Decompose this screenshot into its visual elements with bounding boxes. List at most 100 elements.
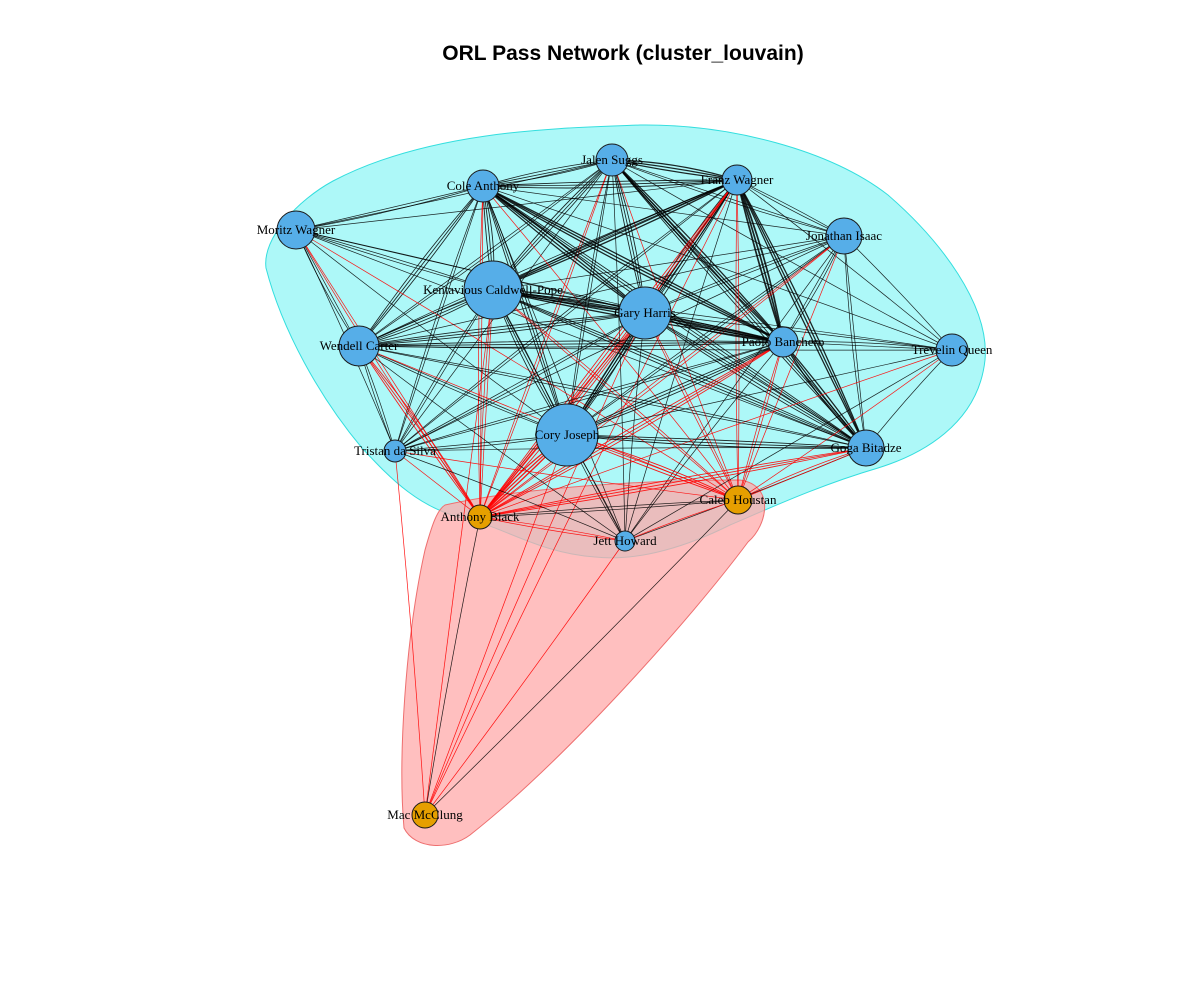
edge-kcp-houstan bbox=[492, 289, 739, 501]
edge-banchero-tristan bbox=[394, 341, 784, 452]
node-label-black: Anthony Black bbox=[440, 509, 520, 524]
node-circle-joseph[interactable] bbox=[535, 403, 599, 467]
node-moritz[interactable]: Moritz Wagner bbox=[257, 210, 336, 250]
node-carter[interactable]: Wendell Carter bbox=[320, 325, 399, 367]
node-circle-franz[interactable] bbox=[721, 164, 753, 196]
edge-houstan-black bbox=[479, 499, 739, 518]
edge-sugge-moritz bbox=[295, 159, 613, 231]
node-circle-harris[interactable] bbox=[618, 286, 672, 340]
node-kcp[interactable]: Kentavious Caldwell-Pope bbox=[423, 260, 563, 320]
edge-black-howard bbox=[479, 516, 626, 542]
edge-franz-banchero bbox=[736, 179, 784, 343]
edge-franz-bitadze bbox=[736, 179, 867, 449]
node-cole[interactable]: Cole Anthony bbox=[447, 169, 520, 203]
edge-harris-carter bbox=[358, 312, 646, 347]
edge-moritz-bitadze bbox=[295, 229, 867, 449]
node-harris[interactable]: Gary Harris bbox=[614, 286, 676, 340]
edge-franz-houstan bbox=[735, 179, 739, 501]
node-franz[interactable]: Franz Wagner bbox=[701, 164, 774, 196]
node-tristan[interactable]: Tristan da Silva bbox=[354, 439, 436, 463]
node-circle-houstan[interactable] bbox=[723, 485, 753, 515]
edge-moritz-black bbox=[295, 229, 481, 518]
edge-banchero-howard bbox=[624, 341, 784, 542]
node-circle-queen[interactable] bbox=[935, 333, 969, 367]
node-circle-bitadze[interactable] bbox=[847, 429, 885, 467]
edge-franz-tristan bbox=[394, 179, 738, 452]
edge-cole-houstan bbox=[482, 185, 739, 501]
node-label-harris: Gary Harris bbox=[614, 305, 676, 320]
node-label-tristan: Tristan da Silva bbox=[354, 443, 436, 458]
edge-harris-bitadze bbox=[644, 312, 867, 449]
edge-cole-banchero bbox=[482, 185, 784, 343]
edge-isaac-joseph bbox=[566, 235, 845, 436]
node-label-isaac: Jonathan Isaac bbox=[806, 228, 882, 243]
edge-carter-bitadze bbox=[358, 345, 867, 449]
node-circle-mcclung[interactable] bbox=[411, 801, 439, 829]
edge-joseph-bitadze bbox=[566, 434, 867, 449]
edge-queen-houstan bbox=[737, 349, 953, 501]
node-label-banchero: Paolo Banchero bbox=[742, 334, 825, 349]
edge-franz-bitadze bbox=[736, 179, 867, 449]
edge-banchero-houstan bbox=[737, 341, 784, 501]
node-banchero[interactable]: Paolo Banchero bbox=[742, 326, 825, 358]
node-howard[interactable]: Jett Howard bbox=[593, 530, 657, 552]
node-houstan[interactable]: Caleb Houstan bbox=[700, 485, 777, 515]
node-joseph[interactable]: Cory Joseph bbox=[535, 403, 600, 467]
node-sugge[interactable]: Jalen Suggs bbox=[581, 143, 643, 177]
node-black[interactable]: Anthony Black bbox=[440, 504, 520, 530]
node-circle-cole[interactable] bbox=[466, 169, 500, 203]
node-bitadze[interactable]: Goga Bitadze bbox=[830, 429, 902, 467]
node-label-houstan: Caleb Houstan bbox=[700, 492, 777, 507]
edge-franz-tristan bbox=[394, 179, 738, 452]
edge-cole-queen bbox=[482, 185, 953, 351]
edge-cole-bitadze bbox=[482, 185, 867, 449]
edge-isaac-howard bbox=[624, 235, 845, 542]
edge-kcp-houstan bbox=[492, 289, 739, 501]
node-circle-kcp[interactable] bbox=[463, 260, 523, 320]
node-circle-isaac[interactable] bbox=[825, 217, 863, 255]
edge-bitadze-black bbox=[479, 447, 867, 518]
node-label-franz: Franz Wagner bbox=[701, 172, 774, 187]
edge-franz-kcp bbox=[492, 179, 738, 291]
edge-banchero-queen bbox=[782, 341, 953, 351]
edge-banchero-carter bbox=[358, 340, 784, 347]
edge-isaac-kcp bbox=[492, 235, 845, 291]
edge-harris-mcclung bbox=[424, 312, 646, 816]
edge-houstan-mcclung bbox=[424, 499, 739, 816]
edge-franz-carter bbox=[358, 179, 738, 347]
edge-franz-bitadze bbox=[736, 179, 867, 449]
edge-cole-banchero bbox=[482, 185, 784, 343]
node-circle-banchero[interactable] bbox=[767, 326, 799, 358]
node-mcclung[interactable]: Mac McClung bbox=[387, 801, 463, 829]
edge-isaac-joseph bbox=[566, 235, 845, 436]
edge-sugge-banchero bbox=[611, 159, 784, 343]
node-isaac[interactable]: Jonathan Isaac bbox=[806, 217, 882, 255]
edge-joseph-bitadze bbox=[566, 434, 867, 449]
edge-cole-banchero bbox=[482, 185, 784, 343]
edge-bitadze-black bbox=[479, 447, 867, 518]
edge-cole-carter bbox=[358, 185, 484, 347]
node-circle-carter[interactable] bbox=[338, 325, 380, 367]
edge-cole-tristan bbox=[394, 185, 484, 452]
edge-sugge-houstan bbox=[611, 159, 739, 501]
edge-banchero-black bbox=[479, 341, 784, 518]
node-circle-howard[interactable] bbox=[614, 530, 636, 552]
node-queen[interactable]: Trevelin Queen bbox=[912, 333, 993, 367]
edge-franz-howard bbox=[624, 179, 738, 542]
edge-bitadze-tristan bbox=[394, 447, 867, 452]
edge-carter-black bbox=[358, 345, 481, 518]
edge-kcp-bitadze bbox=[492, 289, 867, 449]
edge-joseph-mcclung bbox=[424, 434, 568, 816]
node-circle-black[interactable] bbox=[467, 504, 493, 530]
edge-banchero-black bbox=[479, 341, 784, 518]
edge-isaac-carter bbox=[358, 235, 845, 347]
node-label-sugge: Jalen Suggs bbox=[581, 152, 643, 167]
node-circle-tristan[interactable] bbox=[383, 439, 407, 463]
node-circle-sugge[interactable] bbox=[595, 143, 629, 177]
node-circle-moritz[interactable] bbox=[276, 210, 316, 250]
edge-sugge-carter bbox=[358, 159, 613, 347]
node-label-mcclung: Mac McClung bbox=[387, 807, 463, 822]
node-label-joseph: Cory Joseph bbox=[535, 427, 600, 442]
edge-banchero-carter bbox=[358, 341, 784, 347]
